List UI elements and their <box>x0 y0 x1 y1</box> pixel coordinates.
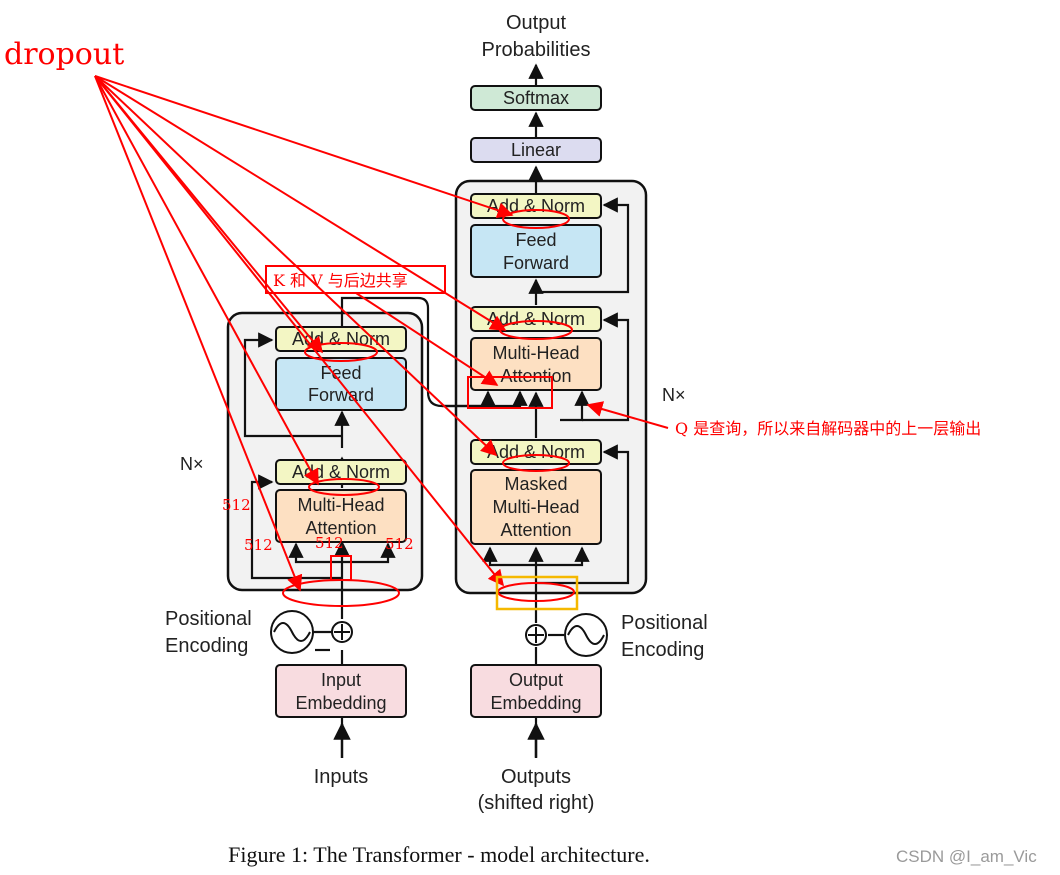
encoder-multi-head-attention-box <box>275 489 407 543</box>
encoder-pe-line2: Encoding <box>165 635 248 657</box>
decoder-shifted-label: (shifted right) <box>478 792 595 814</box>
decoder-ff-line2: Forward <box>503 253 569 273</box>
dropout-pointer-arrows <box>94 75 514 592</box>
encoder-pe-line1: Positional <box>165 608 252 630</box>
kv-note-box <box>265 265 446 294</box>
encoder-nx-label: N× <box>180 454 204 474</box>
kv-pointer-arrow <box>355 292 499 386</box>
encoder-split-highlight <box>330 555 352 581</box>
decoder-mha-line1: Multi-Head <box>492 343 579 363</box>
decoder-softmax-box <box>470 85 602 111</box>
decoder-pe-line2: Encoding <box>621 639 704 661</box>
decoder-add-plus <box>528 627 544 643</box>
encoder-emb-line1: Input <box>321 670 361 690</box>
decoder-ff-line1: Feed <box>515 230 556 250</box>
decoder-nx-label: N× <box>662 385 686 405</box>
decoder-masked-line1: Masked <box>504 474 567 494</box>
decoder-softmax: Softmax <box>503 88 569 108</box>
kv-input-highlight <box>467 376 553 409</box>
decoder-emb-line1: Output <box>509 670 563 690</box>
decoder-add-norm-3-box <box>470 439 602 465</box>
encoder-input-embedding-box <box>275 664 407 718</box>
encoder-add-plus <box>334 624 350 640</box>
decoder-masked-line3: Attention <box>500 520 571 540</box>
encoder-ff-line2: Forward <box>308 385 374 405</box>
decoder-connectors <box>482 63 630 757</box>
decoder-linear: Linear <box>511 140 561 160</box>
decoder-input-highlight <box>495 575 579 611</box>
decoder-add-norm-1: Add & Norm <box>487 196 585 216</box>
decoder-add-norm-2: Add & Norm <box>487 309 585 329</box>
encoder-ff-line1: Feed <box>320 363 361 383</box>
encoder-sine-wave <box>273 622 311 642</box>
kv-note-text: K 和 V 与后边共享 <box>273 271 408 290</box>
dim-512-v: 512 <box>385 535 414 553</box>
decoder-output-line1: Output <box>506 12 566 34</box>
decoder-outputs-label: Outputs <box>501 766 571 788</box>
watermark: CSDN @I_am_Vic <box>896 847 1037 866</box>
decoder-add-norm-3: Add & Norm <box>487 442 585 462</box>
decoder-output-line2: Probabilities <box>482 39 591 61</box>
dim-512-q: 512 <box>244 536 273 554</box>
dim-512-left: 512 <box>222 496 251 514</box>
decoder-output-embedding-box <box>470 664 602 718</box>
q-pointer-arrow <box>586 401 669 429</box>
figure-caption: Figure 1: The Transformer - model archit… <box>228 842 650 867</box>
encoder-mha-line2: Attention <box>305 518 376 538</box>
encoder-mha-line1: Multi-Head <box>297 495 384 515</box>
encoder-emb-line2: Embedding <box>295 693 386 713</box>
q-note-text: Q 是查询，所以来自解码器中的上一层输出 <box>675 419 981 438</box>
decoder-emb-line2: Embedding <box>490 693 581 713</box>
decoder-feed-forward-box <box>470 224 602 278</box>
decoder-sine-wave <box>567 625 605 645</box>
decoder-pe-line1: Positional <box>621 612 708 634</box>
dropout-label: dropout <box>4 37 124 72</box>
decoder-linear-box <box>470 137 602 163</box>
decoder-masked-line2: Multi-Head <box>492 497 579 517</box>
dim-512-k: 512 <box>315 534 344 552</box>
encoder-inputs-label: Inputs <box>314 766 368 788</box>
